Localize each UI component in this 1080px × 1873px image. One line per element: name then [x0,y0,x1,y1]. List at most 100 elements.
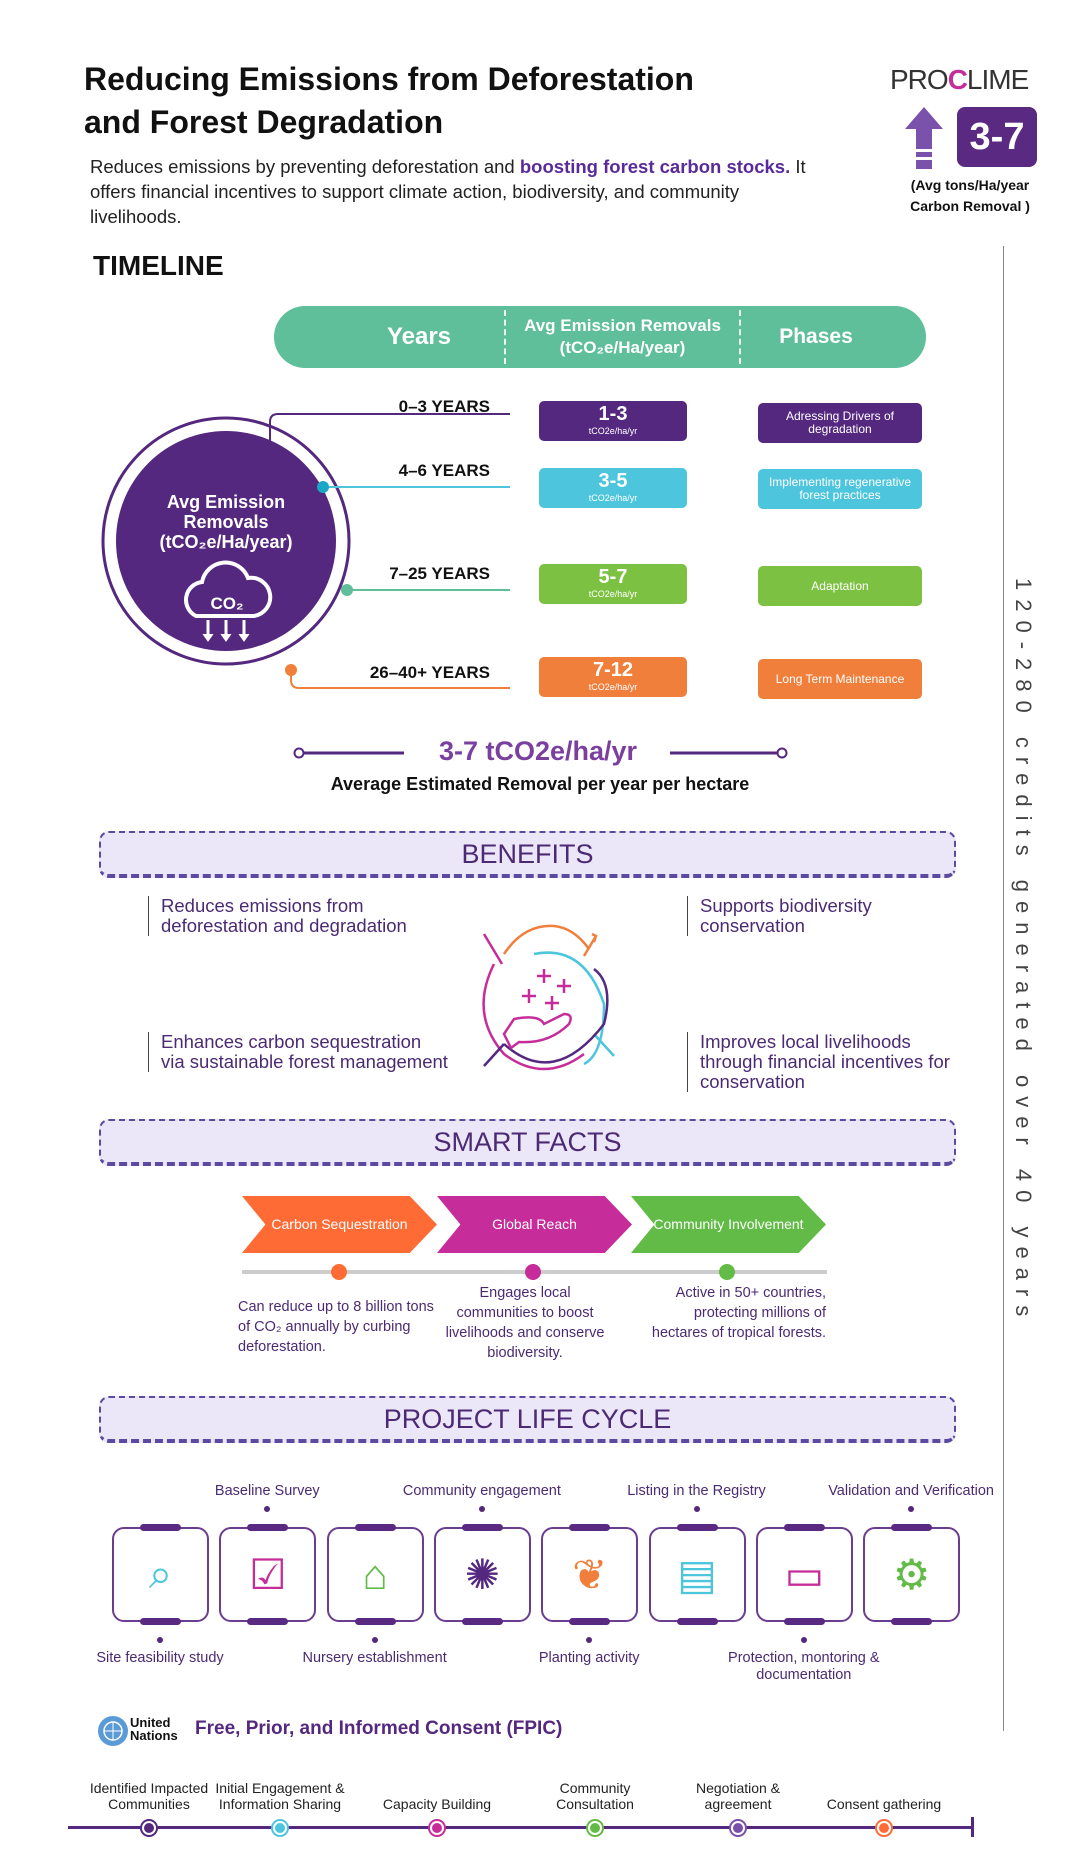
summary-value: 3-7 tCO2e/ha/yr [438,736,638,766]
badge-caption: (Avg tons/Ha/year Carbon Removal ) [910,177,1030,214]
divider [504,310,506,364]
fact-dot [331,1264,347,1280]
lifecycle-step-label: Protection, montoring & documentation [728,1650,880,1683]
fpic-step-dot [731,1821,745,1835]
timeline-header: Years Avg Emission Removals (tCO₂e/Ha/ye… [274,306,926,368]
lifecycle-banner: PROJECT LIFE CYCLE [99,1396,956,1443]
phase-label: Adressing Drivers of degradation [758,403,922,443]
connector-dot [693,1506,700,1512]
benefit-item: Improves local livelihoods through finan… [687,1032,977,1092]
connector-dot [264,1506,271,1512]
folder-shield-icon: ▤ [677,1551,717,1598]
fact-dot [719,1264,735,1280]
checklist-icon: ☑ [248,1551,287,1598]
analytics-search-icon: ⌕ [148,1550,173,1597]
fpic-title: Free, Prior, and Informed Consent (FPIC) [195,1718,563,1739]
fpic-step-dot [877,1821,891,1835]
lifecycle-step-box: ⚙ [863,1524,961,1625]
connector-dot [157,1637,163,1643]
cycle-hand-icon [482,924,615,1071]
lifecycle-step-box: ✺ [433,1524,531,1625]
connector-dot [586,1637,593,1643]
divider [739,310,741,364]
fact-text: Can reduce up to 8 billion tons of CO₂ a… [238,1299,434,1355]
lifecycle-step-box: ❦ [541,1524,639,1625]
lifecycle-step-label: Baseline Survey [214,1483,320,1499]
un-logo-icon [98,1716,128,1746]
fact-chevron: Global Reach [437,1196,632,1253]
fpic-step-label: Capacity Building [382,1796,492,1812]
fact-chevron: Community Involvement [631,1196,826,1253]
connector-dot [371,1637,378,1643]
lifecycle-step-label: Validation and Verification [828,1483,994,1499]
fpic-line [68,1826,973,1829]
phase-label: Long Term Maintenance [758,659,922,699]
up-arrow-icon [905,107,943,169]
document-gear-icon: ⚙ [892,1551,931,1598]
network-people-icon: ✺ [464,1551,500,1598]
benefits-banner: BENEFITS [99,831,956,878]
row-years: 4–6 YEARS [398,461,490,480]
fact-text: Active in 50+ countries, protecting mill… [651,1285,826,1341]
benefit-item: Supports biodiversity conservation [687,896,877,936]
description: Reduces emissions by preventing deforest… [90,154,810,229]
timeline-circle [101,413,510,689]
building-hand-icon: ⌂ [362,1550,388,1598]
connector-dot [908,1506,915,1512]
credits-side-text: 120-280 credits generated over 40 years [1011,578,1036,1326]
fpic-step-dot [430,1821,444,1835]
plant-hand-icon: ❦ [572,1551,608,1598]
fpic-step-dot [273,1821,287,1835]
lifecycle-step-box: ⌕ [112,1524,209,1625]
title-line: Reducing Emissions from Deforestation [84,61,694,97]
lifecycle-step-label: Nursery establishment [302,1650,447,1666]
circle-label: Avg Emission Removals (tCO₂e/Ha/year) [159,492,293,552]
summary-label: Average Estimated Removal per year per h… [330,774,750,794]
phase-label: Adaptation [758,566,922,606]
col-years: Years [386,323,452,350]
fpic-step-label: Identified Impacted Communities [89,1780,209,1812]
proclime-logo: PROCLIME [890,64,1029,95]
page-title: Reducing Emissions from Deforestation and… [84,58,784,144]
lifecycle-step-label: Community engagement [402,1483,561,1499]
phase-label: Implementing regenerative forest practic… [758,469,922,509]
divider [1003,246,1004,1731]
fpic-step-dot [588,1821,602,1835]
fact-dot [525,1264,541,1280]
row-years: 7–25 YEARS [389,564,490,583]
col-phases: Phases [779,325,853,348]
connector-dot [478,1506,485,1512]
connector-dot [800,1637,807,1643]
smart-facts-banner: SMART FACTS [99,1119,956,1166]
fpic-line-end [971,1817,974,1837]
fpic-step-dot [142,1821,156,1835]
monitor-document-icon: ▭ [784,1551,825,1598]
title-line: and Forest Degradation [84,104,444,140]
lifecycle-step-label: Listing in the Registry [627,1483,766,1499]
lifecycle-step-box: ▭ [755,1524,853,1625]
lifecycle-step-label: Site feasibility study [96,1650,224,1666]
col-removals: Avg Emission Removals (tCO₂e/Ha/year) [524,316,721,357]
fact-chevron: Carbon Sequestration [242,1196,437,1253]
timeline-heading: TIMELINE [93,250,224,281]
benefit-item: Enhances carbon sequestration via sustai… [148,1032,448,1072]
co2-icon: CO₂ [210,594,244,613]
row-years: 0–3 YEARS [398,397,490,416]
fpic-step-label: Consent gathering [826,1796,942,1812]
desc-highlight: boosting forest carbon stocks. [519,156,791,177]
lifecycle-step-box: ⌂ [326,1524,424,1625]
fpic-step-label: Negotiation & agreement [695,1780,781,1812]
fpic-step-label: Initial Engagement & Information Sharing [215,1780,345,1812]
desc-text: Reduces emissions by preventing deforest… [90,156,520,177]
desc-text: It offers financial incentives to suppor… [90,156,806,227]
fpic-step-label: Community Consultation [556,1780,634,1812]
summary-line [293,747,788,759]
lifecycle-step-box: ☑ [219,1524,317,1625]
benefit-item: Reduces emissions from deforestation and… [148,896,408,936]
row-years: 26–40+ YEARS [369,663,490,682]
removal-badge: 3-7 [957,107,1037,167]
